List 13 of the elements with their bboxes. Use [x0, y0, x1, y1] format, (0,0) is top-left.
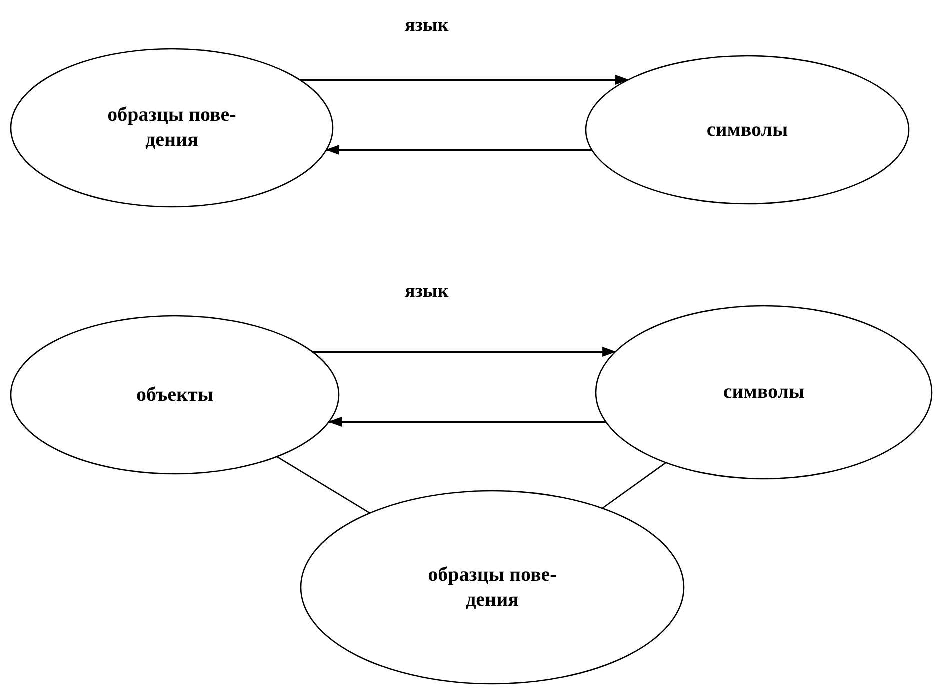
connector-line — [276, 456, 370, 514]
connector-line — [602, 462, 666, 510]
node-text: образцы пове- дения — [427, 562, 558, 612]
node-text: символы — [706, 118, 790, 142]
arrow — [300, 75, 630, 85]
node-text: объекты — [135, 382, 214, 408]
relation-label: язык — [405, 14, 449, 38]
arrow — [326, 145, 592, 155]
arrow — [312, 347, 617, 357]
node-text: символы — [722, 380, 806, 405]
arrow — [328, 417, 606, 427]
relation-label: язык — [405, 280, 449, 304]
node-text: образцы пове- дения — [106, 103, 238, 153]
